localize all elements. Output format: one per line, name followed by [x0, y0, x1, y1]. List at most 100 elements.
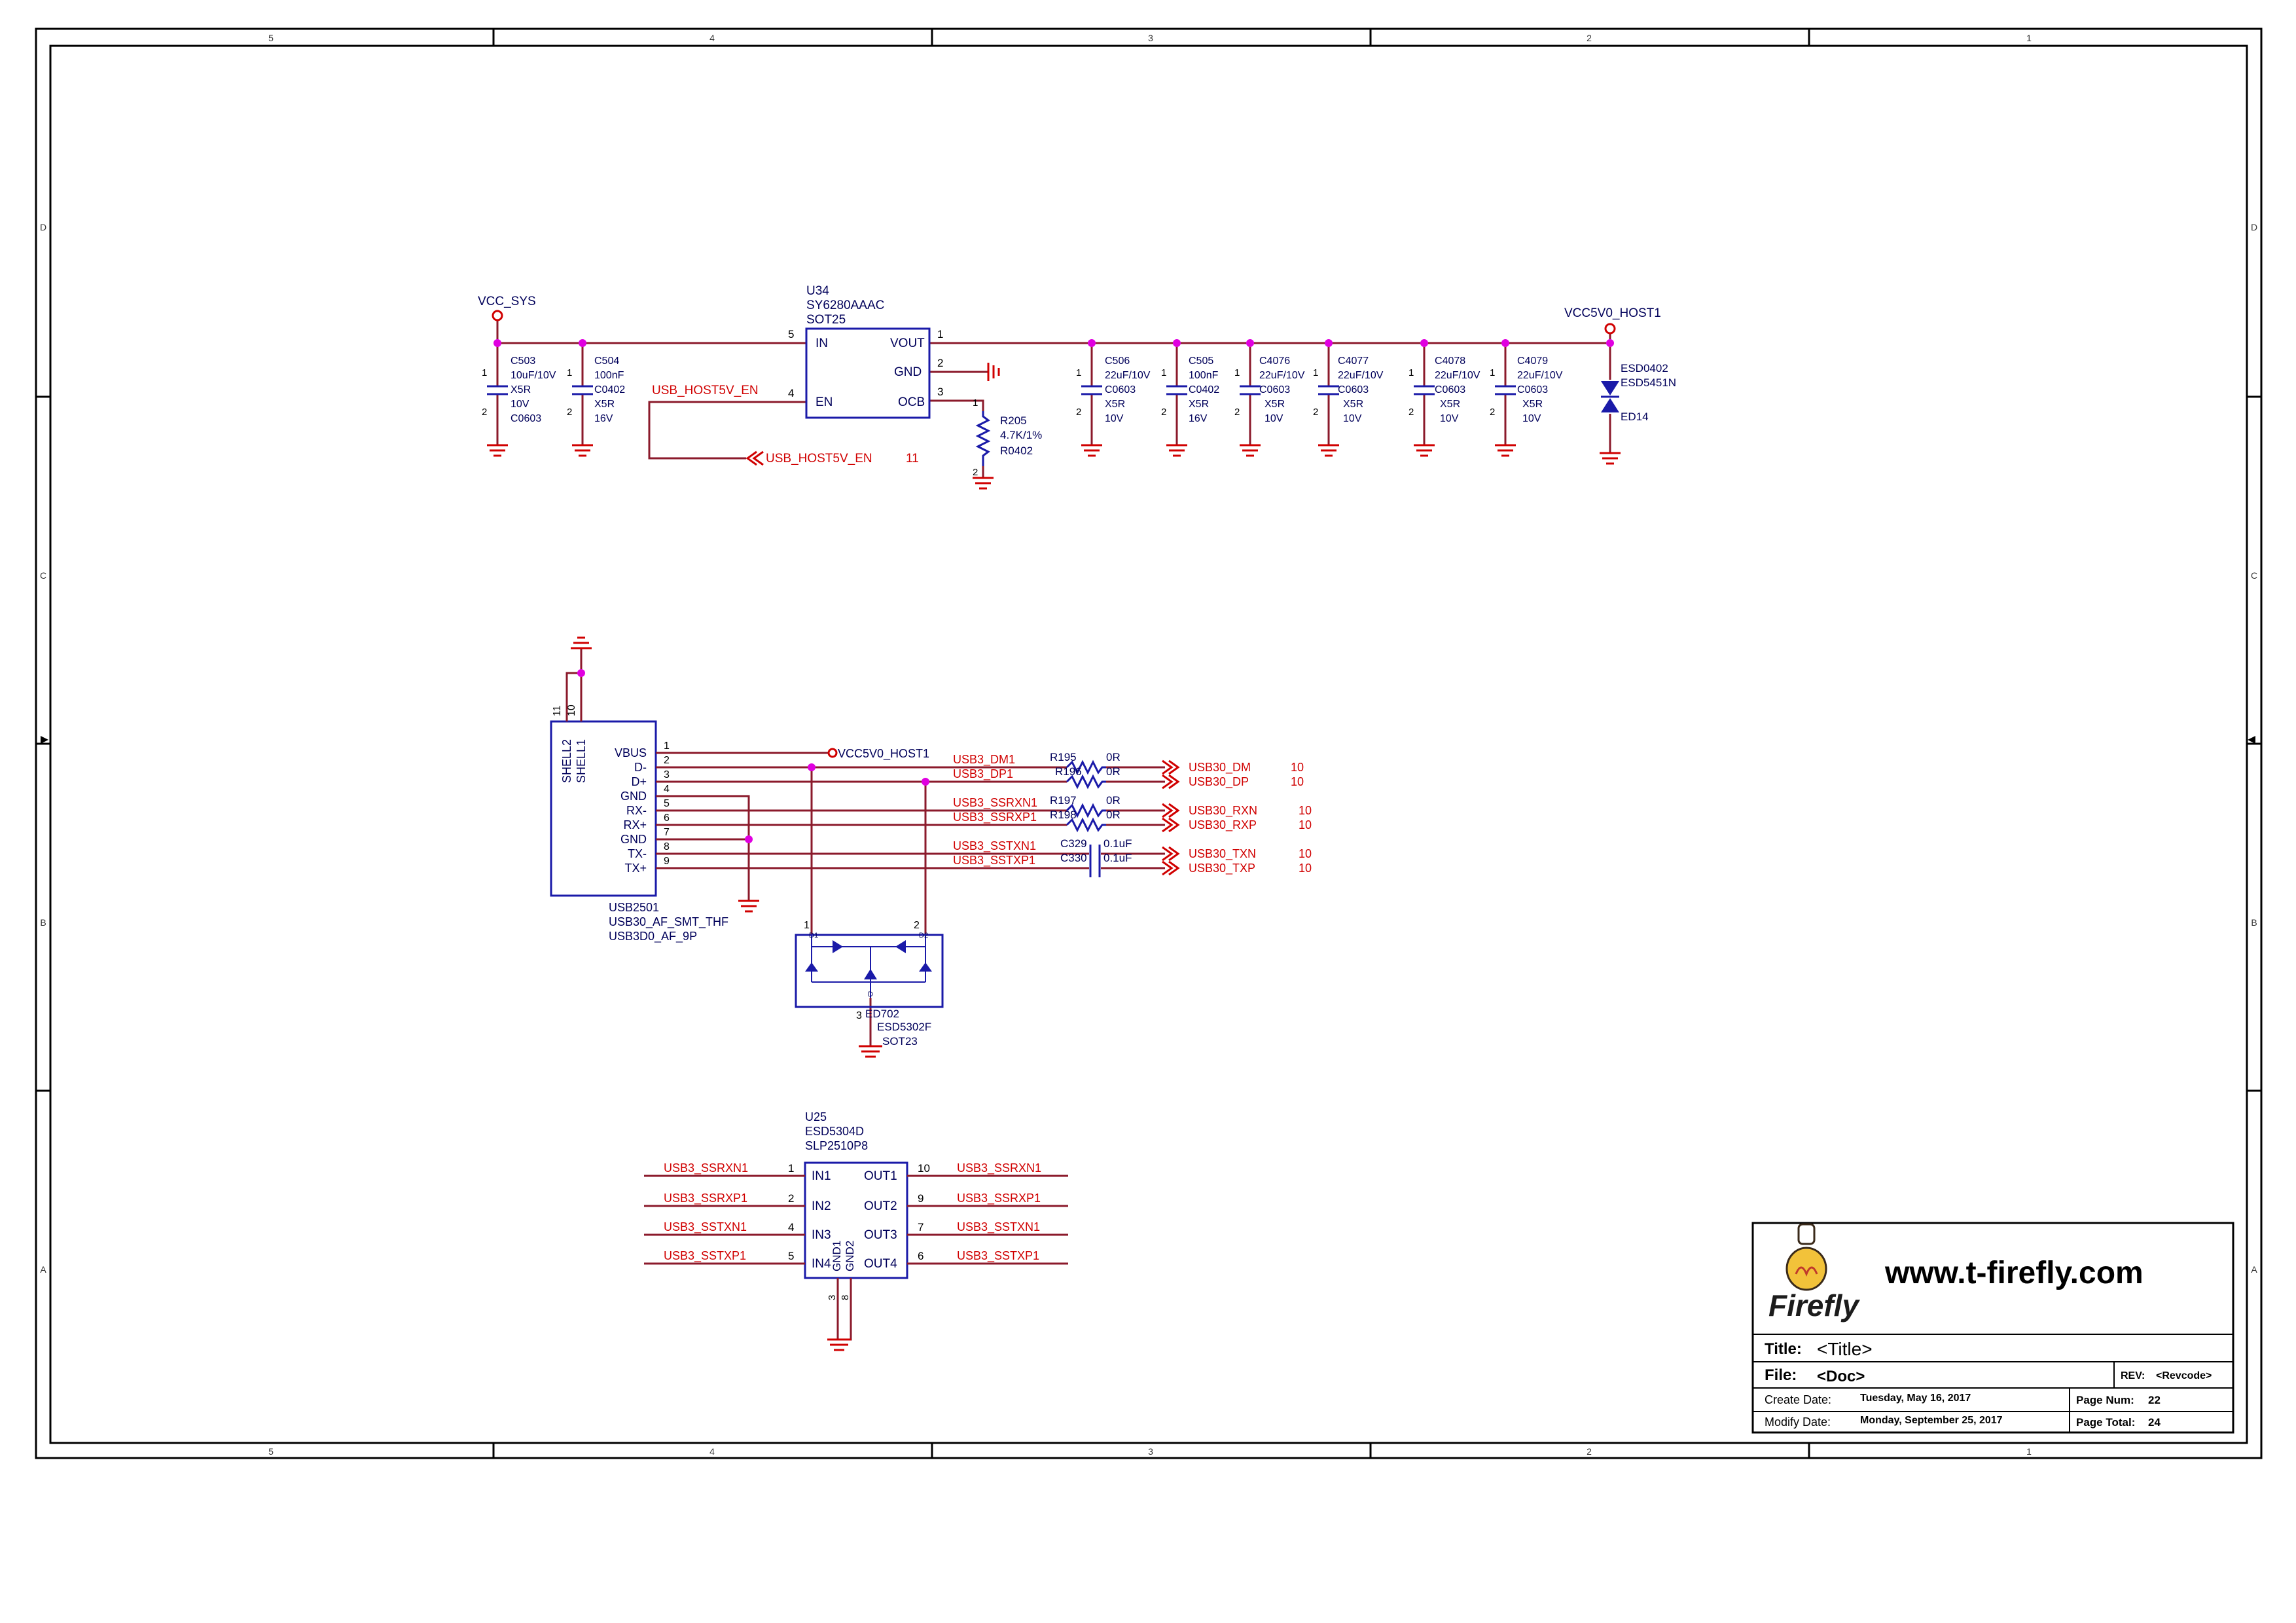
resistor-ref: R198	[1050, 809, 1077, 821]
row-label-left: A	[40, 1264, 46, 1275]
junction-dots	[745, 763, 929, 843]
net-label: USB3_SSRXN1	[953, 796, 1037, 810]
diode-label: D2	[919, 932, 928, 939]
title-label: Title:	[1765, 1340, 1802, 1358]
resistor-value: 0R	[1106, 765, 1121, 778]
row-label-left: C	[40, 570, 46, 581]
r205-resistor: R205 4.7K/1% R0402 1 2	[973, 397, 1042, 478]
pin-num: 4	[664, 784, 670, 795]
pin-num: 7	[918, 1221, 924, 1233]
pin-num: 2	[973, 467, 978, 478]
power-port-vcc-sys: VCC_SYS	[478, 295, 536, 321]
r205-value: 4.7K/1%	[1000, 429, 1042, 441]
port-page-ref: 10	[1299, 847, 1312, 860]
col-label-top: 4	[709, 33, 715, 43]
r205-ref: R205	[1000, 414, 1027, 427]
pin-num: 9	[664, 856, 670, 867]
cap-line: X5R	[511, 384, 531, 395]
cap-ref: C504	[594, 356, 619, 367]
sheet-frame	[35, 27, 2263, 1459]
pin-num: 1	[567, 367, 572, 378]
cap-line: 22uF/10V	[1435, 370, 1480, 381]
gnd-symbol	[973, 477, 994, 490]
pin-num: 2	[1313, 407, 1318, 418]
row-label-left: D	[40, 222, 46, 232]
pin-num: 3	[856, 1010, 862, 1021]
col-label-bottom: 3	[1148, 1446, 1153, 1457]
net-label: USB3_SSRXP1	[953, 811, 1037, 824]
col-label-top: 3	[1148, 33, 1153, 43]
pin-num: 1	[1161, 367, 1166, 378]
resistor-value: 0R	[1106, 809, 1121, 821]
cap-line: 100nF	[1189, 370, 1219, 381]
net-label: USB3_SSTXN1	[664, 1220, 747, 1234]
pin-num: 10	[918, 1162, 930, 1175]
shell-gnd-wires	[565, 648, 583, 721]
pin-num: 5	[664, 798, 670, 809]
pin-num: 2	[1408, 407, 1414, 418]
u34-pin-num: 1	[937, 328, 943, 340]
u25-chip: U25 ESD5304D SLP2510P8 IN1 IN2 IN3 IN4 O…	[804, 1110, 908, 1300]
net-label: USB3_DM1	[953, 753, 1015, 767]
resistor-value: 0R	[1106, 794, 1121, 807]
u34-pin-en: EN	[816, 395, 833, 409]
col-label-bottom: 4	[709, 1446, 715, 1457]
port-label: USB_HOST5V_EN	[766, 452, 872, 465]
pin-num: 3	[827, 1295, 838, 1300]
cap-line: 10V	[1440, 413, 1459, 424]
cap-line: 10V	[1265, 413, 1283, 424]
net-label: USB3_SSTXN1	[953, 839, 1036, 853]
u34-pin-in: IN	[816, 337, 828, 350]
port-label: USB30_TXN	[1189, 847, 1256, 861]
cap-line: X5R	[1189, 399, 1209, 410]
u25-pin-out: OUT2	[864, 1199, 897, 1213]
pin-num: 1	[804, 920, 810, 931]
port-page-ref: 10	[1299, 862, 1312, 875]
net-label: USB3_SSTXP1	[664, 1249, 746, 1263]
conn-pin-name: GND	[620, 833, 647, 846]
conn-pin-name: RX+	[623, 818, 647, 831]
resistor-ref: R197	[1050, 794, 1077, 807]
file-label: File:	[1765, 1366, 1797, 1384]
cap-line: X5R	[1105, 399, 1125, 410]
pin-num: 7	[664, 827, 670, 838]
cap-line: 22uF/10V	[1105, 370, 1151, 381]
cap-c503: C503 10uF/10V X5R 10V C0603 1 2	[482, 356, 556, 424]
pin-num: 2	[1161, 407, 1166, 418]
u25-gnd-label: GND1	[831, 1241, 843, 1271]
pin-num: 1	[482, 367, 487, 378]
pin-num: 2	[482, 407, 487, 418]
cap-line: C0603	[1105, 384, 1136, 395]
conn-pin-name: TX-	[628, 847, 647, 860]
col-label-bottom: 5	[268, 1446, 274, 1457]
pin-num: 2	[914, 920, 920, 931]
ed702-esd-array: D1 D2 D ED702 ESD5302F SOT23 3 1 2	[795, 920, 944, 1048]
rev-value: <Revcode>	[2156, 1370, 2212, 1381]
lightbulb-icon	[1785, 1223, 1827, 1291]
u25-pin-out: OUT1	[864, 1169, 897, 1183]
cap-line: C0603	[1435, 384, 1465, 395]
rev-label: REV:	[2121, 1370, 2145, 1381]
cap-c505: C505 100nF C0402 X5R 16V 1 2	[1161, 356, 1219, 424]
file-value: <Doc>	[1817, 1368, 1865, 1385]
net-label: USB3_DP1	[953, 767, 1013, 781]
net-label: USB3_SSRXN1	[957, 1161, 1041, 1175]
u25-pin-in: IN1	[812, 1169, 831, 1183]
pin-num: 2	[788, 1192, 794, 1205]
cap-ref: C506	[1105, 356, 1130, 367]
u25-part: ESD5304D	[805, 1125, 864, 1138]
ed702-pkg: SOT23	[882, 1035, 918, 1048]
cap-ref: C503	[511, 356, 535, 367]
port-label: USB30_DM	[1189, 761, 1251, 775]
series-resistors	[1066, 759, 1106, 833]
col-label-bottom: 1	[2026, 1446, 2032, 1457]
resistor-ref: R195	[1050, 751, 1077, 763]
u25-gnd-label: GND2	[844, 1241, 856, 1271]
pin-num: 11	[552, 705, 563, 716]
page-num-label: Page Num:	[2076, 1394, 2134, 1406]
u34-pin-num: 3	[937, 386, 943, 398]
cap-line: C0402	[1189, 384, 1219, 395]
cap-line: 22uF/10V	[1338, 370, 1384, 381]
cap-line: C0402	[594, 384, 625, 395]
port-label: USB30_DP	[1189, 775, 1249, 789]
